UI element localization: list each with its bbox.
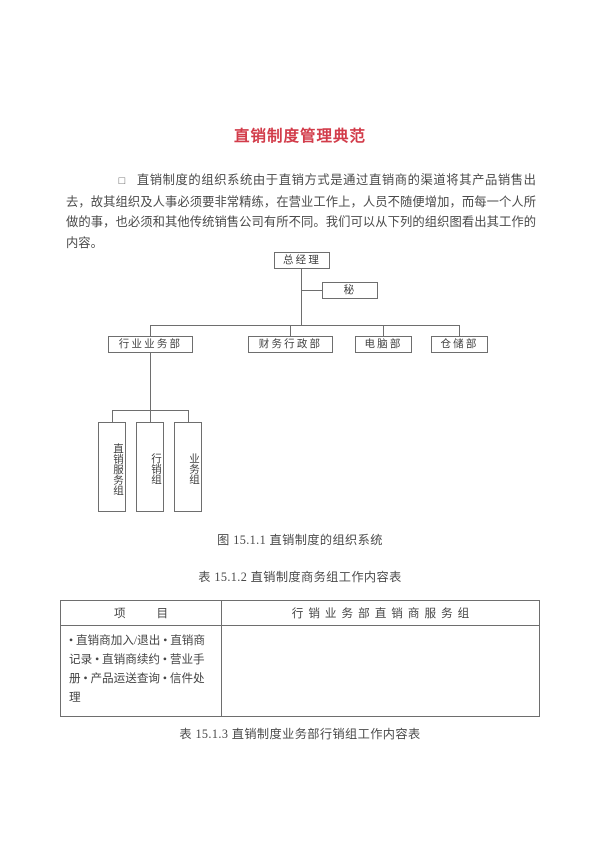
- connector-drop-dept-1: [150, 325, 152, 336]
- table-cell-items-text: • 直销商加入/退出 • 直销商记录 • 直销商续约 • 营业手册 • 产品运送…: [69, 634, 205, 704]
- org-node-general-manager: 总经理: [274, 252, 330, 269]
- connector-drop-dept-2: [290, 325, 292, 336]
- org-node-department-2: 财务行政部: [248, 336, 333, 353]
- connector-drop-subgroup-1: [112, 410, 114, 422]
- table-cell-items: • 直销商加入/退出 • 直销商记录 • 直销商续约 • 营业手册 • 产品运送…: [60, 625, 222, 717]
- organization-chart: 总经理 秘 行业业务部 财务行政部 电脑部 仓储部 直销服务组 行销组 业务组: [0, 252, 600, 520]
- table-header-item: 项 目: [60, 600, 222, 626]
- org-node-subgroup-2: 行销组: [136, 422, 164, 512]
- connector-dept1-to-subgroups: [150, 353, 152, 410]
- org-node-subgroup-3: 业务组: [174, 422, 202, 512]
- org-node-department-1: 行业业务部: [108, 336, 193, 353]
- table-caption-1513: 表 15.1.3 直销制度业务部行销组工作内容表: [179, 727, 421, 741]
- connector-drop-subgroup-3: [188, 410, 190, 422]
- org-node-department-4: 仓储部: [431, 336, 488, 353]
- paragraph-text: 直销制度的组织系统由于直销方式是通过直销商的渠道将其产品销售出去，故其组织及人事…: [66, 173, 536, 250]
- table-caption-1512: 表 15.1.2 直销制度商务组工作内容表: [198, 570, 402, 584]
- connector-department-bus: [150, 325, 460, 327]
- connector-drop-dept-3: [383, 325, 385, 336]
- connector-drop-dept-4: [459, 325, 461, 336]
- table-cell-blank: [221, 625, 540, 717]
- work-content-table: 项 目 行销业务部直销商服务组 • 直销商加入/退出 • 直销商记录 • 直销商…: [60, 600, 540, 717]
- org-node-secretary: 秘: [322, 282, 378, 299]
- table-header-group: 行销业务部直销商服务组: [221, 600, 540, 626]
- square-bullet-icon: □: [118, 175, 126, 187]
- connector-trunk-vertical: [301, 269, 303, 325]
- org-node-department-3: 电脑部: [355, 336, 412, 353]
- connector-secretary-stub: [301, 290, 322, 292]
- org-node-subgroup-1: 直销服务组: [98, 422, 126, 512]
- connector-drop-subgroup-2: [150, 410, 152, 422]
- table-header-row: 项 目 行销业务部直销商服务组: [60, 600, 540, 626]
- table-row: • 直销商加入/退出 • 直销商记录 • 直销商续约 • 营业手册 • 产品运送…: [60, 625, 540, 717]
- page-title: 直销制度管理典范: [233, 128, 366, 145]
- figure-caption: 图 15.1.1 直销制度的组织系统: [217, 533, 383, 547]
- body-paragraph: □ 直销制度的组织系统由于直销方式是通过直销商的渠道将其产品销售出去，故其组织及…: [66, 170, 536, 253]
